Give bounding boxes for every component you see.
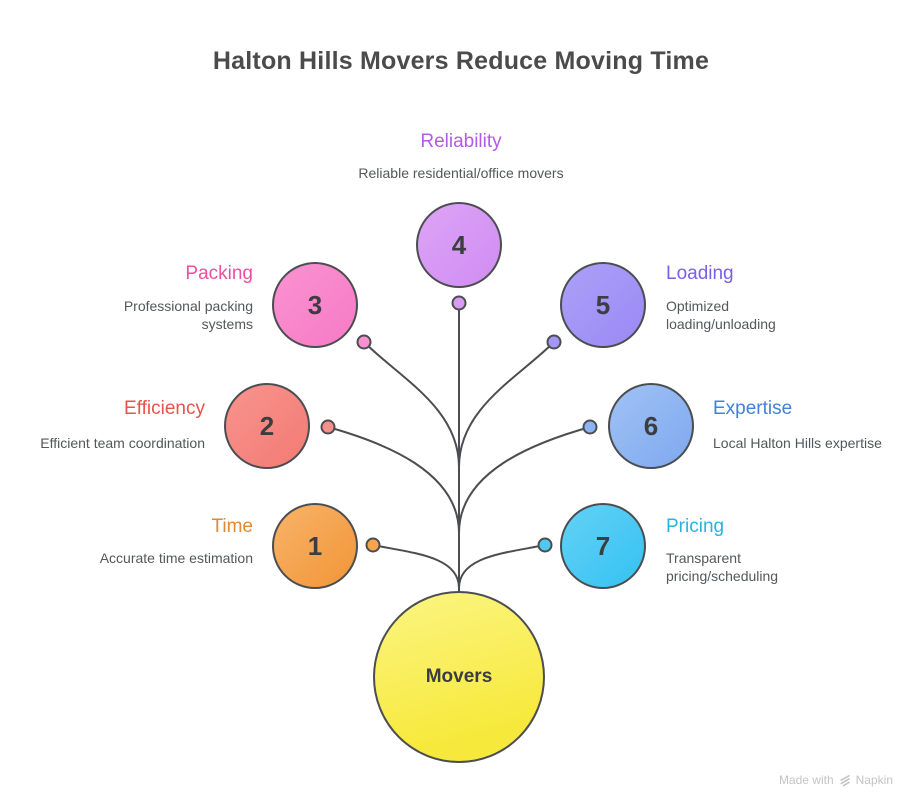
node-label-reliability: Reliability: [420, 131, 502, 152]
node-desc-expertise: Local Halton Hills expertise: [713, 435, 882, 451]
node-circle-packing: 3: [272, 262, 358, 348]
node-circle-loading: 5: [560, 262, 646, 348]
node-label-packing: Packing: [185, 263, 253, 284]
node-number-expertise: 6: [643, 410, 659, 441]
node-desc-efficiency: Efficient team coordination: [40, 435, 205, 451]
node-circle-expertise: 6: [608, 383, 694, 469]
node-number-loading: 5: [595, 289, 611, 320]
node-label-pricing: Pricing: [666, 516, 725, 537]
node-label-loading: Loading: [666, 263, 734, 284]
node-circle-efficiency: 2: [224, 383, 310, 469]
node-number-time: 1: [307, 530, 323, 561]
node-desc-time: Accurate time estimation: [99, 550, 253, 566]
center-circle-movers: Movers: [373, 591, 545, 763]
connector-curve-1: [372, 544, 460, 589]
connector-dot-5: [546, 334, 562, 350]
connector-dot-4: [451, 295, 467, 311]
napkin-logo-icon: [840, 775, 850, 787]
connector-dot-2: [320, 419, 336, 435]
node-circle-pricing: 7: [560, 503, 646, 589]
node-circle-time: 1: [272, 503, 358, 589]
node-number-efficiency: 2: [259, 410, 275, 441]
connector-curve-3: [363, 341, 460, 468]
node-circle-reliability: 4: [416, 202, 502, 288]
node-desc-loading: Optimized loading/unloading: [666, 298, 776, 332]
node-number-pricing: 7: [595, 530, 611, 561]
page-title: Halton Hills Movers Reduce Moving Time: [212, 47, 710, 75]
watermark-brand: Napkin: [855, 773, 893, 787]
connector-dot-6: [582, 419, 598, 435]
watermark: Made with Napkin: [779, 773, 893, 787]
node-desc-packing: Professional packing systems: [123, 298, 253, 332]
node-number-reliability: 4: [451, 229, 467, 260]
node-label-expertise: Expertise: [713, 398, 793, 419]
connector-curve-6: [458, 426, 591, 534]
node-number-packing: 3: [307, 289, 323, 320]
connector-curve-7: [458, 544, 546, 589]
node-label-time: Time: [211, 516, 253, 537]
connector-dot-3: [356, 334, 372, 350]
connector-dot-7: [537, 537, 553, 553]
node-desc-pricing: Transparent pricing/scheduling: [666, 550, 779, 584]
connector-dot-1: [365, 537, 381, 553]
connector-curve-5: [458, 341, 555, 468]
watermark-prefix: Made with: [778, 773, 834, 787]
node-desc-reliability: Reliable residential/office movers: [358, 165, 564, 181]
node-label-efficiency: Efficiency: [124, 398, 205, 419]
center-circle-label: Movers: [425, 666, 493, 687]
connector-curve-2: [327, 426, 460, 534]
